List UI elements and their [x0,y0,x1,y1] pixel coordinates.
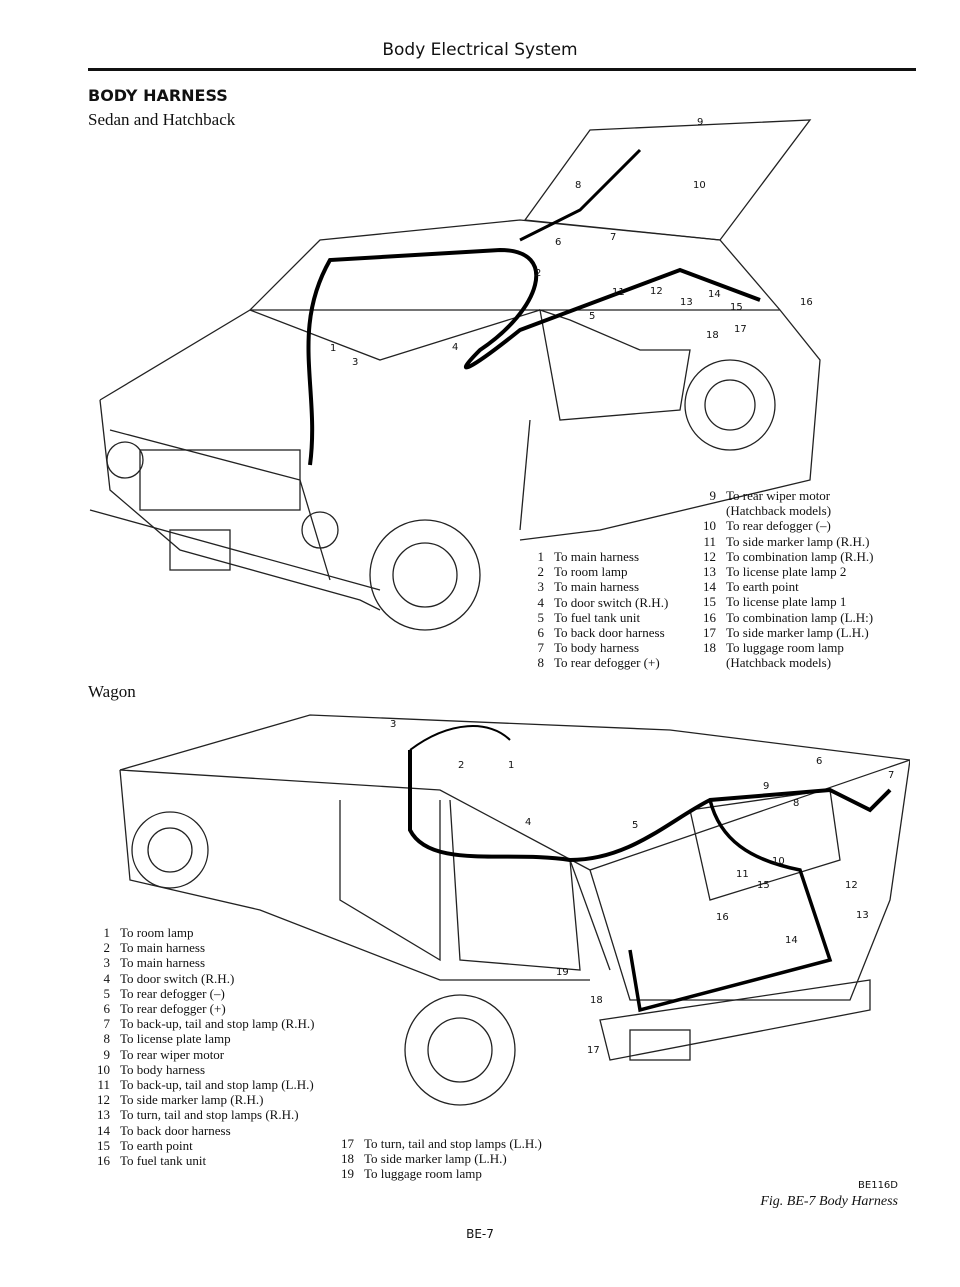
callout-11: 11 [612,287,625,298]
callout-8: 8 [793,798,800,809]
figure-caption: Fig. BE-7 Body Harness [760,1194,898,1209]
callout-5: 5 [632,820,639,831]
callout-1: 1 [508,760,515,771]
callout-10: 10 [693,180,706,191]
callout-12: 12 [650,286,663,297]
legend-item-note: (Hatchback models) [726,503,832,519]
callout-3: 3 [390,719,397,730]
callout-10: 10 [772,856,785,867]
callout-16: 16 [716,912,729,923]
subtitle-wagon: Wagon [88,682,136,701]
callout-13: 13 [856,910,869,921]
callout-2: 2 [458,760,465,771]
callout-14: 14 [785,935,798,946]
callout-15: 15 [730,302,743,313]
callout-5: 5 [589,311,596,322]
callout-8: 8 [575,180,582,191]
page-header: Body Electrical System [382,40,578,60]
callout-2: 2 [535,268,542,279]
wagon-harness-illustration [119,714,910,1106]
callout-6: 6 [816,756,823,767]
callout-9: 9 [697,117,704,128]
callout-4: 4 [525,817,532,828]
callout-4: 4 [452,342,459,353]
section-title: BODY HARNESS [88,86,228,105]
sedan-harness-illustration [89,119,821,631]
callout-18: 18 [590,995,603,1006]
callout-12: 12 [845,880,858,891]
figure-code: BE116D [858,1180,898,1191]
callout-6: 6 [555,237,562,248]
page-number: BE-7 [466,1227,494,1241]
legend-item-note: (Hatchback models) [726,655,832,671]
callout-17: 17 [587,1045,600,1056]
callout-14: 14 [708,289,721,300]
callout-19: 19 [556,967,569,978]
subtitle-sedan: Sedan and Hatchback [88,110,236,129]
header-rule [88,68,916,71]
callout-17: 17 [734,324,747,335]
callout-7: 7 [610,232,617,243]
callout-7: 7 [888,770,895,781]
callout-16: 16 [800,297,813,308]
callout-1: 1 [330,343,337,354]
callout-13: 13 [680,297,693,308]
callout-15: 15 [757,880,770,891]
callout-3: 3 [352,357,359,368]
callout-11: 11 [736,869,749,880]
callout-9: 9 [763,781,770,792]
callout-18: 18 [706,330,719,341]
